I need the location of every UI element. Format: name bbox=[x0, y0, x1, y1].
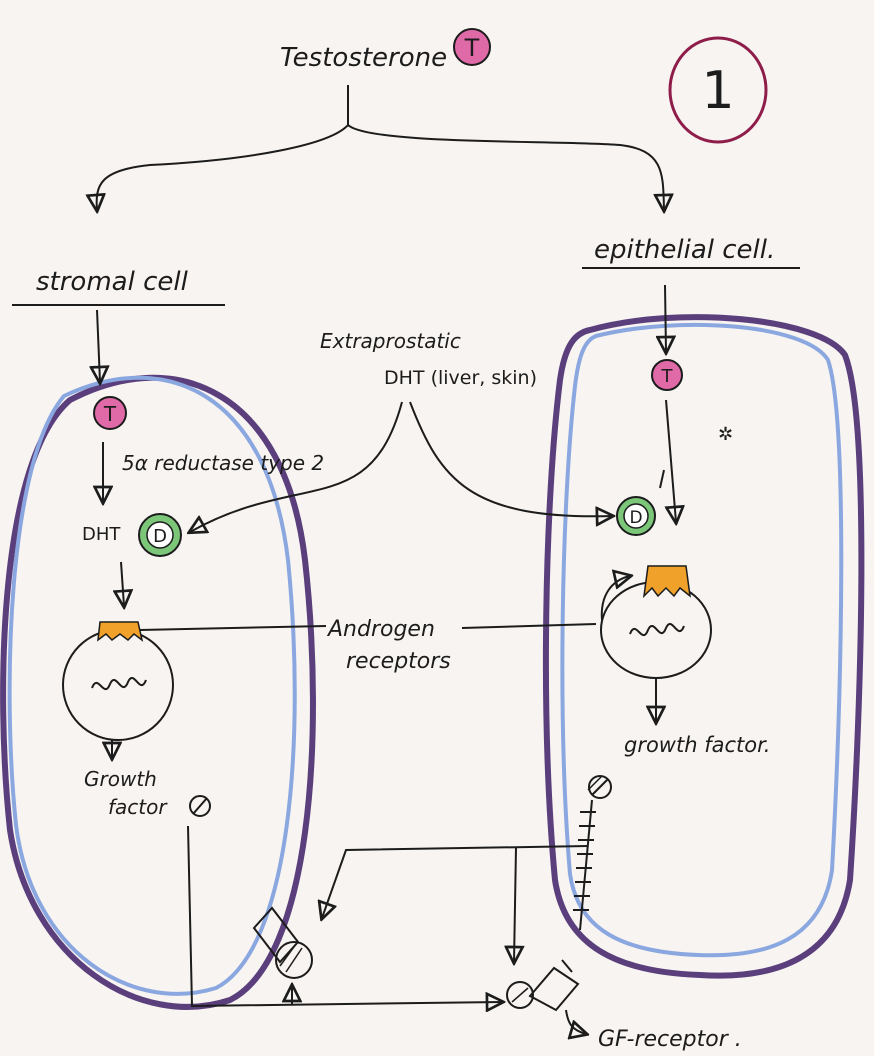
testosterone-symbol-stromal-letter: T bbox=[103, 402, 117, 426]
page-number-badge: 1 bbox=[670, 38, 766, 142]
growth-factor-right-label: growth factor. bbox=[624, 733, 770, 757]
growth-factor-left-line2: factor bbox=[108, 795, 168, 819]
androgen-receptor-left bbox=[98, 622, 142, 640]
stromal-cell-title: stromal cell bbox=[36, 267, 189, 297]
dht-label: DHT bbox=[82, 524, 121, 545]
epithelial-entry-arrow bbox=[665, 285, 666, 352]
stromal-entry-arrow bbox=[97, 310, 100, 382]
dht-symbol-epithelial: D bbox=[617, 497, 655, 535]
dht-to-receptor-arrow-left bbox=[121, 562, 124, 606]
testosterone-symbol-epithelial: T bbox=[652, 360, 682, 390]
reductase-label: 5α reductase type 2 bbox=[122, 451, 324, 475]
epithelial-cell-body bbox=[546, 317, 861, 975]
testosterone-symbol-top-letter: T bbox=[464, 34, 480, 62]
small-mark: ✲ bbox=[718, 424, 733, 445]
extraprostatic-label-line1: Extraprostatic bbox=[320, 329, 461, 353]
androgen-receptors-label-line1: Androgen bbox=[326, 617, 435, 642]
testosterone-symbol-top: T bbox=[454, 29, 490, 65]
growth-factor-symbol-left bbox=[190, 796, 210, 816]
nucleus-right bbox=[601, 582, 711, 678]
extraprostatic-label-line2: DHT (liver, skin) bbox=[384, 367, 537, 389]
gf-receptor-label: GF-receptor . bbox=[598, 1027, 742, 1052]
growth-factor-symbol-right bbox=[588, 776, 611, 798]
growth-factor-left-line1: Growth bbox=[84, 767, 157, 791]
testosterone-symbol-epithelial-letter: T bbox=[661, 366, 674, 387]
androgen-receptors-label-line2: receptors bbox=[346, 649, 451, 674]
page-number: 1 bbox=[701, 61, 734, 121]
testosterone-label: Testosterone bbox=[280, 43, 447, 73]
gf-receptor-pointer bbox=[566, 1010, 586, 1034]
gf-receptor-epithelial bbox=[507, 960, 578, 1010]
dht-symbol-epithelial-letter: D bbox=[629, 508, 642, 528]
split-arrow bbox=[97, 85, 664, 210]
dht-symbol-stromal-letter: D bbox=[153, 526, 167, 547]
epithelial-cell-title: epithelial cell. bbox=[594, 235, 775, 265]
nucleus-left bbox=[63, 630, 173, 740]
dht-symbol-stromal: D bbox=[139, 514, 181, 556]
androgen-receptor-right bbox=[644, 566, 690, 596]
gf-cross-arrows bbox=[188, 826, 588, 1006]
gf-receptor-membrane bbox=[573, 800, 596, 930]
testosterone-symbol-stromal: T bbox=[94, 397, 126, 429]
epithelial-t-arrows bbox=[660, 400, 676, 522]
